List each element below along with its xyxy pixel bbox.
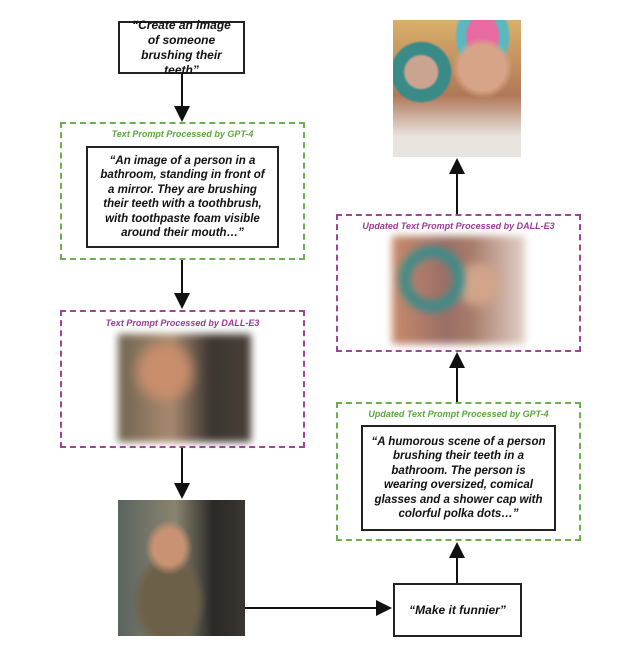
initial-prompt-box: “Create an image of someone brushing the… bbox=[118, 18, 245, 77]
gpt4-stage-label: Text Prompt Processed by GPT-4 bbox=[111, 129, 254, 139]
updated-dalle-stage-label: Updated Text Prompt Processed by DALL-E3 bbox=[362, 221, 555, 231]
gpt4-stage: Text Prompt Processed by GPT-4 “An image… bbox=[60, 122, 305, 260]
feedback-prompt-text: “Make it funnier” bbox=[409, 603, 506, 617]
generated-photo-brushing bbox=[118, 500, 245, 636]
initial-prompt-text: “Create an image of someone brushing the… bbox=[132, 17, 231, 77]
updated-gpt4-prompt-box: “A humorous scene of a person brushing t… bbox=[361, 425, 556, 531]
dalle-stage-label: Text Prompt Processed by DALL-E3 bbox=[105, 318, 260, 328]
updated-gpt4-prompt-text: “A humorous scene of a person brushing t… bbox=[371, 435, 546, 521]
gpt4-prompt-box: “An image of a person in a bathroom, sta… bbox=[86, 146, 279, 248]
feedback-prompt-box: “Make it funnier” bbox=[393, 583, 522, 637]
generated-funny-image bbox=[393, 20, 521, 157]
updated-dalle-stage: Updated Text Prompt Processed by DALL-E3 bbox=[336, 214, 581, 352]
blurred-updated-image bbox=[392, 236, 525, 344]
updated-gpt4-stage-label: Updated Text Prompt Processed by GPT-4 bbox=[368, 409, 549, 419]
dalle-stage: Text Prompt Processed by DALL-E3 bbox=[60, 310, 305, 448]
gpt4-prompt-text: “An image of a person in a bathroom, sta… bbox=[100, 154, 265, 240]
blurred-generated-image bbox=[118, 334, 251, 442]
updated-gpt4-stage: Updated Text Prompt Processed by GPT-4 “… bbox=[336, 402, 581, 541]
